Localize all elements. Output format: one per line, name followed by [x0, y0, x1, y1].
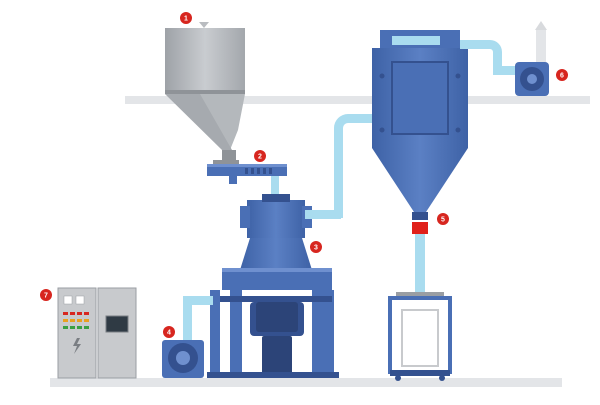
- callout-7: 7: [40, 289, 52, 301]
- mill-to-cyclone-pipe: [305, 114, 384, 219]
- svg-text:3: 3: [314, 245, 318, 252]
- svg-text:5: 5: [441, 217, 445, 224]
- exhaust-fan: [515, 30, 549, 96]
- indicator-lights: [63, 312, 89, 329]
- hopper-inlet-arrow-icon: [199, 22, 209, 28]
- collection-bin: [388, 292, 452, 381]
- svg-text:2: 2: [258, 154, 262, 161]
- svg-text:6: 6: [560, 73, 564, 80]
- exhaust-pipe: [460, 40, 517, 75]
- rotary-valve: [412, 222, 428, 234]
- discharge-pipe: [415, 234, 425, 292]
- callout-1: 1: [180, 12, 192, 24]
- feed-pipe: [271, 176, 279, 202]
- svg-text:4: 4: [167, 330, 171, 337]
- blower-inlet-pipe: [183, 296, 213, 344]
- floor: [50, 378, 562, 387]
- callout-3: 3: [310, 241, 322, 253]
- control-cabinet: [57, 287, 137, 379]
- callout-6: 6: [556, 69, 568, 81]
- grinding-mill: [207, 194, 339, 378]
- hmi-screen: [105, 315, 129, 333]
- upper-platform: [125, 96, 590, 104]
- feed-hopper: [165, 28, 245, 166]
- svg-text:1: 1: [184, 16, 188, 23]
- exhaust-arrow-icon: [535, 21, 547, 30]
- callout-4: 4: [163, 326, 175, 338]
- callout-2: 2: [254, 150, 266, 162]
- cyclone-collector: [372, 30, 468, 220]
- callout-5: 5: [437, 213, 449, 225]
- blower: [162, 340, 204, 378]
- screw-feeder: [207, 164, 287, 184]
- svg-text:7: 7: [44, 293, 48, 300]
- electric-hazard-icon: [73, 338, 81, 354]
